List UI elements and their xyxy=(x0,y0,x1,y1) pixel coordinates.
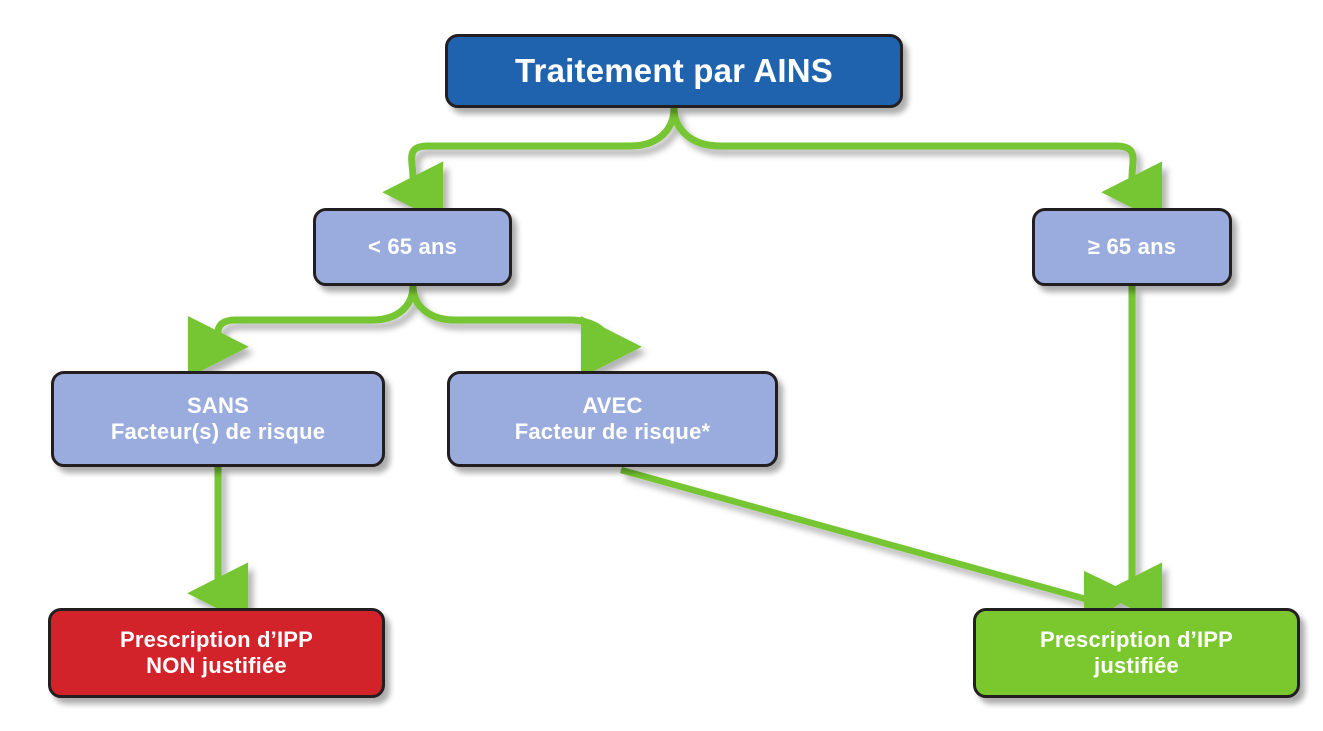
node-avec-facteur-de-risque[interactable]: AVEC Facteur de risque* xyxy=(447,371,778,467)
node-traitement-par-ains[interactable]: Traitement par AINS xyxy=(445,34,903,108)
node-label: Prescription d’IPP NON justifiée xyxy=(119,627,314,678)
edge-under65-to-avec xyxy=(409,285,642,378)
node-under-65-ans[interactable]: < 65 ans xyxy=(313,208,512,286)
node-prescription-ipp-non-justifiee[interactable]: Prescription d’IPP NON justifiée xyxy=(48,608,385,698)
node-over-65-ans[interactable]: ≥ 65 ans xyxy=(1032,208,1232,286)
node-label: Traitement par AINS xyxy=(515,51,833,89)
edge-root-to-under65 xyxy=(382,107,678,224)
node-prescription-ipp-justifiee[interactable]: Prescription d’IPP justifiée xyxy=(973,608,1300,698)
edge-avec-to-justifiee xyxy=(620,466,1134,627)
node-label: < 65 ans xyxy=(367,234,458,260)
node-label: Prescription d’IPP justifiée xyxy=(1039,627,1234,678)
node-sans-facteur-de-risque[interactable]: SANS Facteur(s) de risque xyxy=(51,371,385,467)
node-label: SANS Facteur(s) de risque xyxy=(110,393,326,444)
node-label: AVEC Facteur de risque* xyxy=(514,393,711,444)
node-label: ≥ 65 ans xyxy=(1087,234,1177,260)
edge-root-to-over65 xyxy=(670,107,1163,224)
edge-under65-to-sans xyxy=(187,285,417,378)
